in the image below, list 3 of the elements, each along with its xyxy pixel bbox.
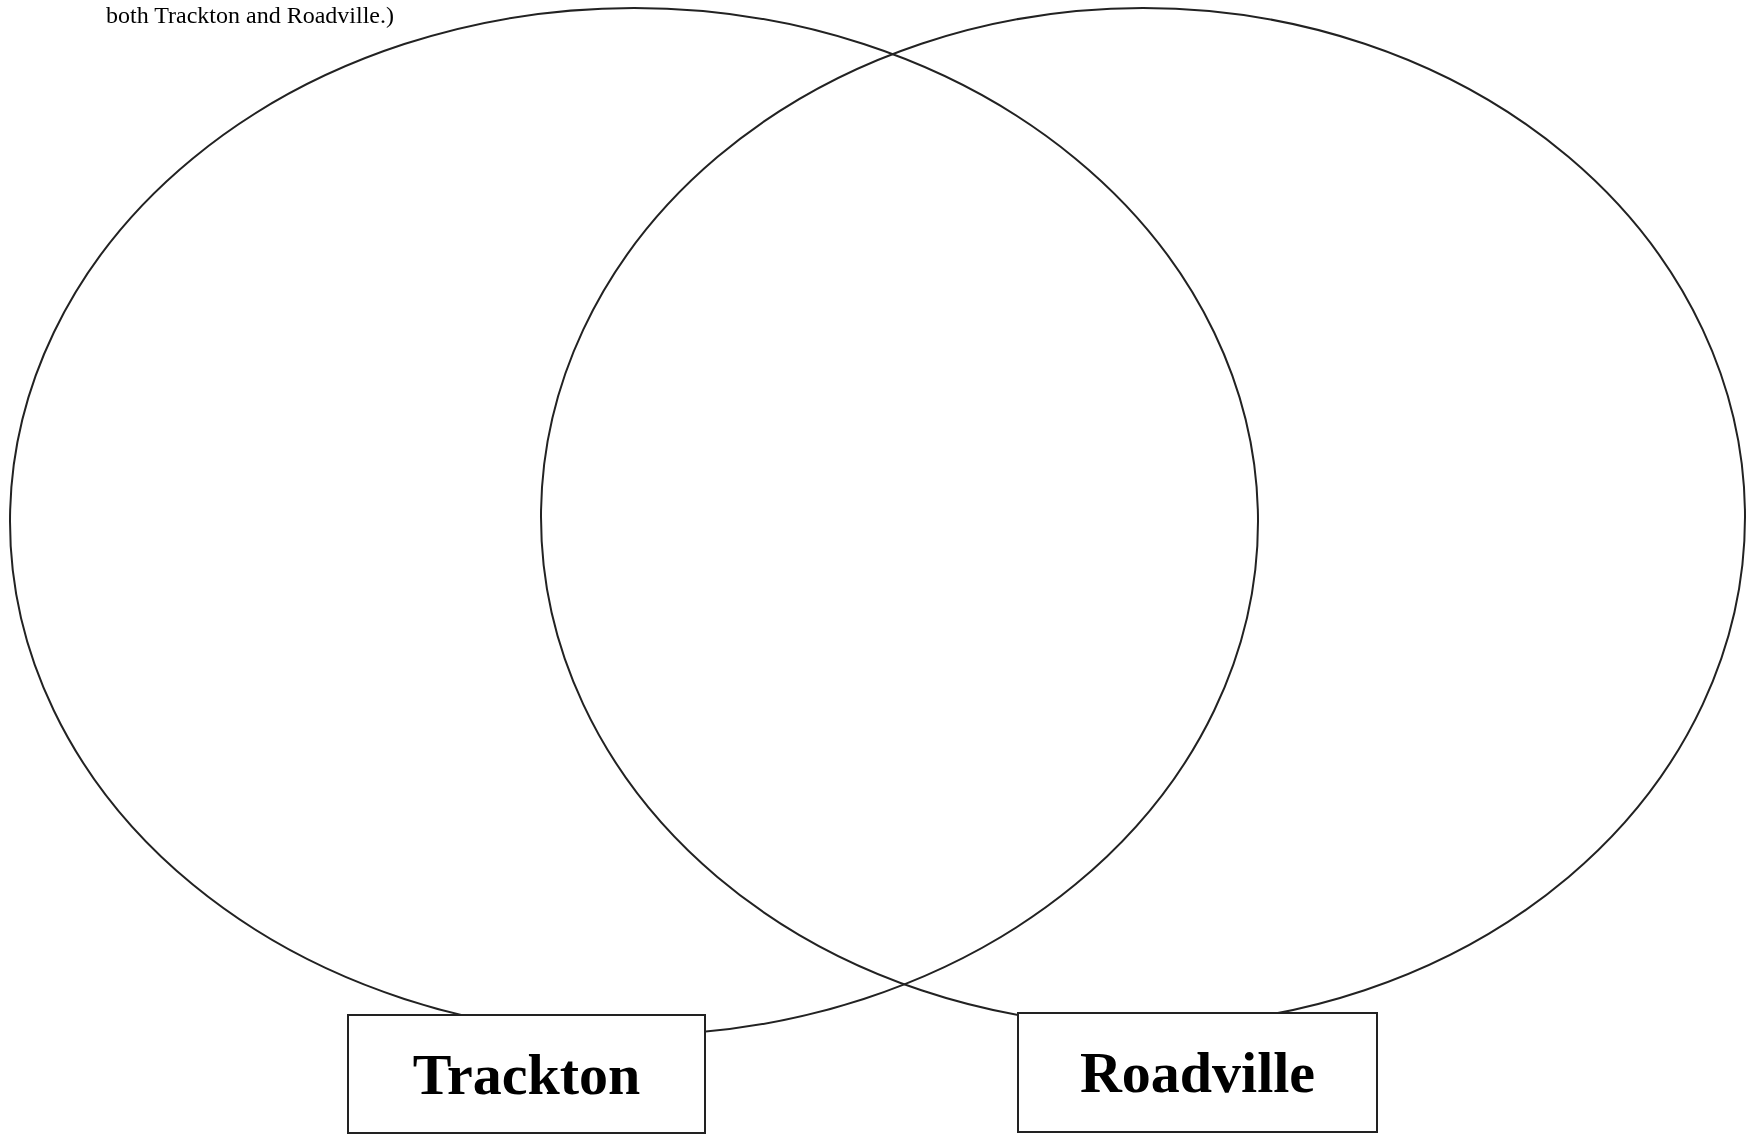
instruction-text: both Trackton and Roadville.) bbox=[106, 2, 394, 29]
set-label-box: Roadville bbox=[1017, 1012, 1378, 1133]
set-label-box: Trackton bbox=[347, 1014, 706, 1134]
